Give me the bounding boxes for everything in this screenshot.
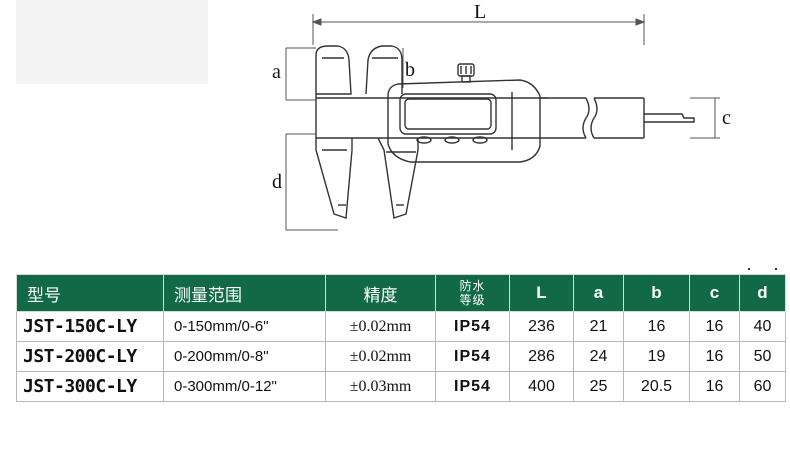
header-b: b (623, 274, 690, 312)
table-row: JST-200C-LY 0-200mm/0-8" ±0.02mm IP54 28… (16, 341, 786, 372)
cell-a: 24 (573, 341, 624, 372)
label-b: b (405, 59, 415, 81)
label-L: L (474, 1, 486, 23)
stray-dot (748, 268, 750, 270)
header-c: c (689, 274, 740, 312)
cell-model: JST-200C-LY (16, 341, 164, 372)
cell-c: 16 (689, 311, 740, 342)
cell-a: 25 (573, 371, 624, 402)
header-L: L (509, 274, 574, 312)
cell-L: 286 (509, 341, 574, 372)
table-header-row: 型号 测量范围 精度 防水 等级 L a b c d (16, 274, 786, 312)
table-row: JST-300C-LY 0-300mm/0-12" ±0.03mm IP54 4… (16, 371, 786, 402)
cell-d: 50 (739, 341, 786, 372)
header-waterproof-line1: 防水 (459, 279, 486, 293)
header-a: a (573, 274, 624, 312)
header-d: d (739, 274, 786, 312)
cell-c: 16 (689, 371, 740, 402)
dimension-d (285, 133, 338, 231)
label-d: d (272, 171, 282, 193)
cell-ip: IP54 (435, 311, 510, 342)
cell-L: 400 (509, 371, 574, 402)
header-waterproof: 防水 等级 (435, 274, 510, 312)
cell-model: JST-300C-LY (16, 371, 164, 402)
cell-model: JST-150C-LY (16, 311, 164, 342)
header-waterproof-line2: 等级 (459, 293, 486, 307)
dimension-L (311, 14, 646, 45)
cell-b: 20.5 (623, 371, 690, 402)
cell-range: 0-200mm/0-8" (163, 341, 326, 372)
cell-d: 40 (739, 311, 786, 342)
cell-accuracy: ±0.03mm (325, 371, 436, 402)
spec-table: 型号 测量范围 精度 防水 等级 L a b c d JST-150C-LY 0… (16, 274, 786, 402)
cell-ip: IP54 (435, 341, 510, 372)
header-accuracy: 精度 (325, 274, 436, 312)
label-c: c (722, 107, 731, 129)
dimension-a (285, 47, 316, 101)
cell-ip: IP54 (435, 371, 510, 402)
header-model: 型号 (16, 274, 164, 312)
cell-range: 0-300mm/0-12" (163, 371, 326, 402)
cell-accuracy: ±0.02mm (325, 311, 436, 342)
header-range: 测量范围 (163, 274, 326, 312)
cell-L: 236 (509, 311, 574, 342)
table-row: JST-150C-LY 0-150mm/0-6" ±0.02mm IP54 23… (16, 311, 786, 342)
label-a: a (272, 61, 281, 83)
dimension-c (690, 97, 720, 139)
caliper-dimension-diagram: L a d b c (272, 1, 731, 231)
caliper-drawing (315, 45, 695, 219)
cell-accuracy: ±0.02mm (325, 341, 436, 372)
stray-dot (775, 268, 777, 270)
cell-range: 0-150mm/0-6" (163, 311, 326, 342)
cell-c: 16 (689, 341, 740, 372)
grey-placeholder-block (16, 0, 208, 84)
cell-b: 19 (623, 341, 690, 372)
cell-b: 16 (623, 311, 690, 342)
cell-a: 21 (573, 311, 624, 342)
cell-d: 60 (739, 371, 786, 402)
